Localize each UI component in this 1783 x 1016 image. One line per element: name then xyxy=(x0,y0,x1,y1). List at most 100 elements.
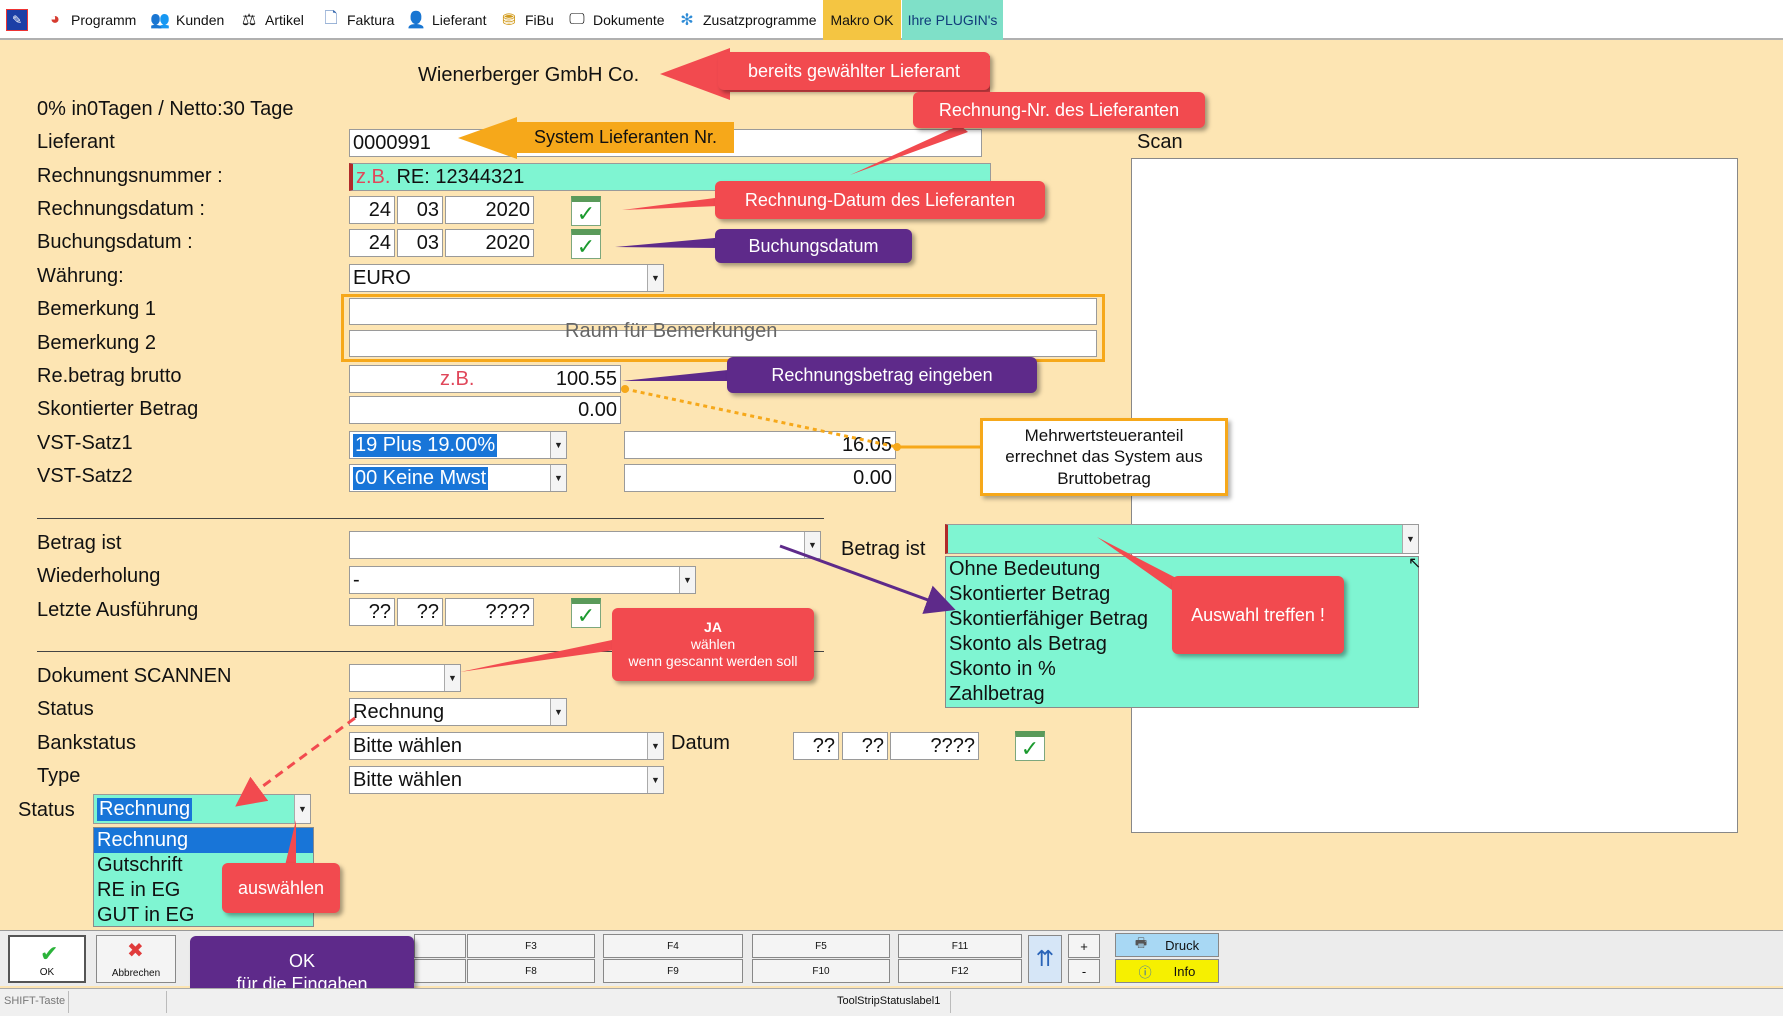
callout-ok-line1: OK xyxy=(288,950,315,971)
chevron-down-icon[interactable]: ▼ xyxy=(550,432,566,458)
check-icon: ✔ xyxy=(40,941,59,966)
chevron-down-icon[interactable]: ▼ xyxy=(294,795,310,823)
rebetrag-input[interactable]: z.B. 100.55 xyxy=(349,365,621,393)
status-option[interactable]: RE in EG xyxy=(97,879,181,901)
datum-label: Datum xyxy=(671,732,730,754)
chevron-down-icon[interactable]: ▼ xyxy=(647,265,663,291)
menu-item-fibu[interactable]: ⛃FiBu xyxy=(498,0,554,40)
chevron-down-icon[interactable]: ▼ xyxy=(679,567,695,593)
letzte-calendar-icon[interactable]: ✓ xyxy=(571,598,601,628)
status-select[interactable]: Rechnung ▼ xyxy=(349,698,567,726)
menu-item-zusatzprogramme[interactable]: ✻Zusatzprogramme xyxy=(676,0,816,40)
menu-item-lieferant[interactable]: 👤Lieferant xyxy=(405,0,486,40)
status-option[interactable]: GUT in EG xyxy=(97,904,195,926)
betrag-option[interactable]: Skontierter Betrag xyxy=(949,583,1111,605)
letzte-month[interactable]: ?? xyxy=(397,598,443,626)
f9-button[interactable]: F9 xyxy=(603,959,743,983)
status-option[interactable]: Gutschrift xyxy=(97,854,183,876)
person-icon: 👤 xyxy=(406,12,426,29)
f3-button[interactable]: F3 xyxy=(467,934,595,958)
datum-year[interactable]: ???? xyxy=(890,732,979,760)
buchungsdatum-year[interactable]: 2020 xyxy=(445,229,534,257)
betrag-popup-label: Betrag ist xyxy=(841,538,926,560)
menu-item-kunden[interactable]: 👥Kunden xyxy=(149,0,224,40)
rechnungsdatum-month[interactable]: 03 xyxy=(397,196,443,224)
dotted-mwst-line xyxy=(624,387,898,449)
scroll-up-icon[interactable]: ⇈ xyxy=(1028,935,1062,983)
status-label: Status xyxy=(37,698,94,720)
datum-month[interactable]: ?? xyxy=(842,732,888,760)
chevron-down-icon[interactable]: ▼ xyxy=(444,665,460,691)
buchungsdatum-month[interactable]: 03 xyxy=(397,229,443,257)
bemerkung1-input[interactable] xyxy=(349,298,1097,325)
bankstatus-label: Bankstatus xyxy=(37,732,136,754)
menu-item-programm[interactable]: ◕Programm xyxy=(44,0,136,40)
rechnungsdatum-year[interactable]: 2020 xyxy=(445,196,534,224)
rechnungsdatum-day[interactable]: 24 xyxy=(349,196,395,224)
status2-select[interactable]: Rechnung ▼ xyxy=(93,794,311,824)
chevron-down-icon[interactable]: ▼ xyxy=(647,767,663,793)
callout-rechnung-nr: Rechnung-Nr. des Lieferanten xyxy=(913,92,1205,128)
betrag-option[interactable]: Ohne Bedeutung xyxy=(949,558,1101,580)
plugin-button[interactable]: Ihre PLUGIN's xyxy=(902,0,1003,40)
bemerkung2-input[interactable] xyxy=(349,330,1097,357)
f5-button[interactable]: F5 xyxy=(752,934,890,958)
plus-button[interactable]: + xyxy=(1068,934,1100,958)
f-key-blank-2[interactable] xyxy=(414,959,466,983)
callout-ja-line1: wählen xyxy=(690,636,736,653)
betrag-popup-select[interactable]: ▼ xyxy=(945,524,1419,554)
betrag-option[interactable]: Skonto als Betrag xyxy=(949,633,1107,655)
type-select[interactable]: Bitte wählen ▼ xyxy=(349,766,664,794)
app-logo[interactable]: ✎ xyxy=(6,0,33,40)
type-label: Type xyxy=(37,765,81,787)
f-key-blank-1[interactable] xyxy=(414,934,466,958)
letzte-year[interactable]: ???? xyxy=(445,598,534,626)
callout-buchungsdatum: Buchungsdatum xyxy=(715,229,912,263)
druck-button[interactable]: 🖶Druck xyxy=(1115,933,1219,957)
buchungsdatum-day[interactable]: 24 xyxy=(349,229,395,257)
makro-ok-button[interactable]: Makro OK xyxy=(823,0,901,40)
waehrung-select[interactable]: EURO ▼ xyxy=(349,264,664,292)
chevron-down-icon[interactable]: ▼ xyxy=(550,465,566,491)
skontiert-input[interactable]: 0.00 xyxy=(349,396,621,424)
bankstatus-value: Bitte wählen xyxy=(353,734,462,757)
letzte-day[interactable]: ?? xyxy=(349,598,395,626)
f12-button[interactable]: F12 xyxy=(898,959,1022,983)
f10-button[interactable]: F10 xyxy=(752,959,890,983)
f11-button[interactable]: F11 xyxy=(898,934,1022,958)
mouse-cursor-icon: ↖ xyxy=(1408,555,1422,572)
chevron-down-icon[interactable]: ▼ xyxy=(550,699,566,725)
status-label-1: ToolStripStatuslabel1 xyxy=(837,995,941,1007)
datum-calendar-icon[interactable]: ✓ xyxy=(1015,731,1045,761)
buchungsdatum-calendar-icon[interactable]: ✓ xyxy=(571,229,601,259)
rechnungsdatum-calendar-icon[interactable]: ✓ xyxy=(571,196,601,226)
datum-day[interactable]: ?? xyxy=(793,732,839,760)
wiederholung-select[interactable]: - ▼ xyxy=(349,566,696,594)
status-option[interactable]: Rechnung xyxy=(94,828,313,853)
chevron-down-icon[interactable]: ▼ xyxy=(647,733,663,759)
f4-button[interactable]: F4 xyxy=(603,934,743,958)
vst2-select[interactable]: 00 Keine Mwst ▼ xyxy=(349,464,567,492)
payment-terms: 0% in0Tagen / Netto:30 Tage xyxy=(37,98,294,120)
betrag-ist-select[interactable]: ▼ xyxy=(349,531,821,559)
bankstatus-select[interactable]: Bitte wählen ▼ xyxy=(349,732,664,760)
ok-button[interactable]: ✔ OK xyxy=(8,935,86,983)
chevron-down-icon[interactable]: ▼ xyxy=(1402,525,1418,553)
betrag-option[interactable]: Skontierfähiger Betrag xyxy=(949,608,1149,630)
arrow-betrag-ist xyxy=(779,544,956,614)
menu-item-artikel[interactable]: ⚖Artikel xyxy=(238,0,304,40)
abbrechen-button[interactable]: ✖ Abbrechen xyxy=(96,935,176,983)
menu-item-faktura[interactable]: 🗋Faktura xyxy=(320,0,395,40)
minus-button[interactable]: - xyxy=(1068,959,1100,983)
vst1-select[interactable]: 19 Plus 19.00% ▼ xyxy=(349,431,567,459)
chevron-down-icon[interactable]: ▼ xyxy=(804,532,820,558)
scan-select[interactable]: ▼ xyxy=(349,664,461,692)
menu-item-dokumente[interactable]: 🖵Dokumente xyxy=(566,0,664,40)
info-icon: ⓘ xyxy=(1138,964,1152,980)
betrag-option[interactable]: Zahlbetrag xyxy=(949,683,1045,705)
close-icon: ✖ xyxy=(127,940,144,962)
betrag-option[interactable]: Skonto in % xyxy=(949,658,1056,680)
f8-button[interactable]: F8 xyxy=(467,959,595,983)
scan-panel[interactable] xyxy=(1131,158,1738,833)
